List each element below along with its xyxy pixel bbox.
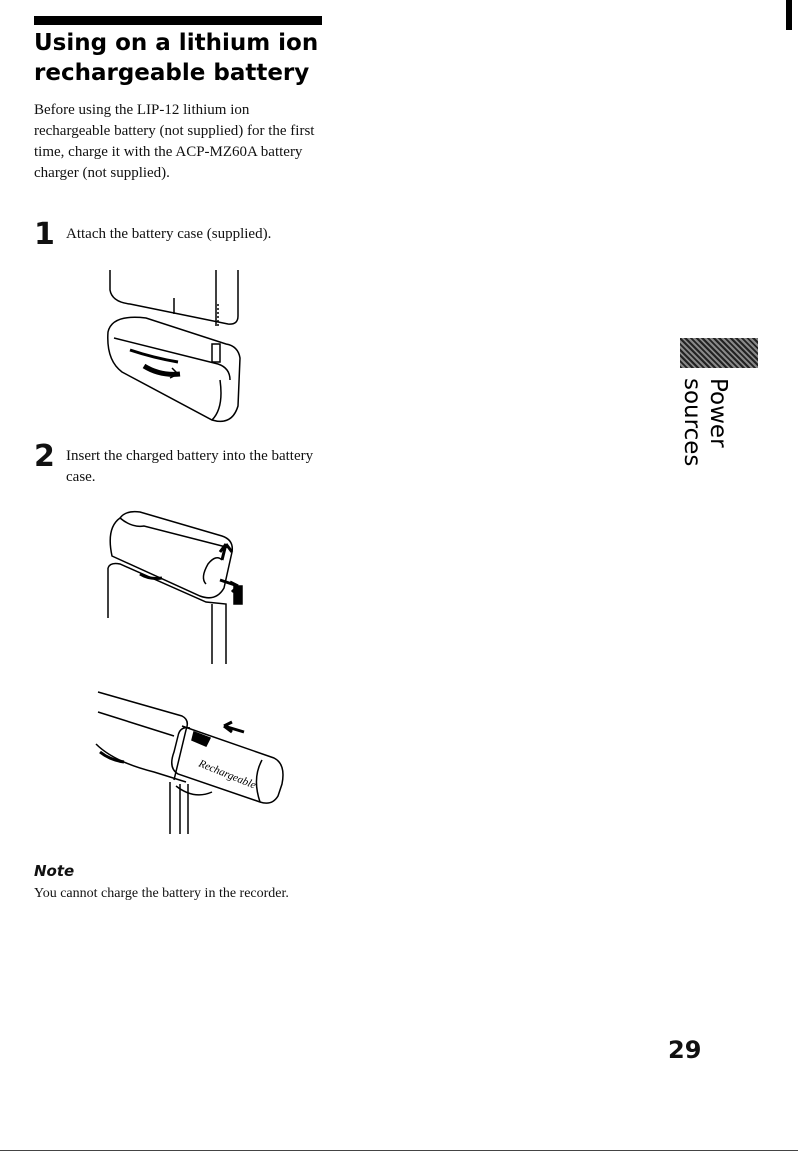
heading-rule xyxy=(34,16,322,25)
slide-battery-illustration: Rechargeable xyxy=(95,691,284,834)
intro-paragraph: Before using the LIP-12 lithium ion rech… xyxy=(34,102,315,181)
section-title: Using on a lithium ion rechargeable batt… xyxy=(34,30,319,86)
attach-case-illustration xyxy=(107,270,241,423)
step-number: 2 xyxy=(34,439,55,474)
insert-battery-illustration xyxy=(107,510,243,664)
note-text: You cannot charge the battery in the rec… xyxy=(34,886,289,901)
step-text: Insert the charged battery into the batt… xyxy=(66,448,314,485)
battery-label: Rechargeable xyxy=(196,757,258,791)
bottom-rule xyxy=(0,1150,798,1151)
note-heading: Note xyxy=(34,862,75,880)
step-text: Attach the battery case (supplied). xyxy=(66,226,272,242)
page-edge-mark xyxy=(786,0,792,30)
section-side-label: Power sources xyxy=(679,378,731,528)
page-number: 29 xyxy=(668,1036,702,1064)
step-number: 1 xyxy=(34,217,55,252)
section-name: Power sources xyxy=(679,378,731,467)
section-tab-marker xyxy=(680,338,758,368)
